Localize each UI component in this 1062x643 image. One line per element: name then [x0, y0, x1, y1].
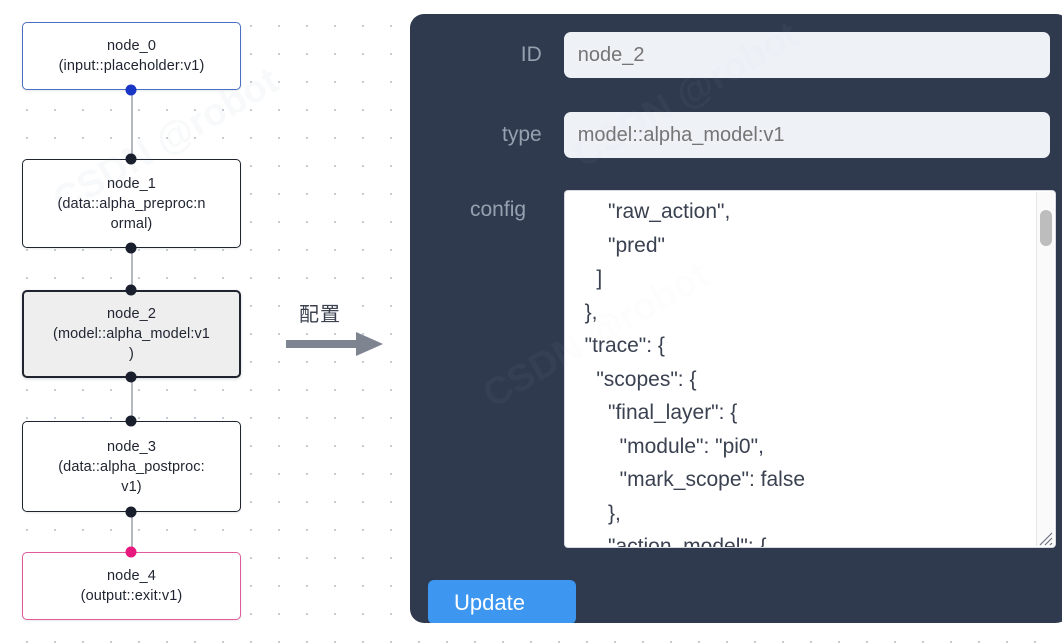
flow-node-node_4[interactable]: node_4 (output::exit:v1)	[22, 552, 241, 620]
node-handle-target-node_3[interactable]	[125, 415, 137, 427]
flow-node-label: node_4 (output::exit:v1)	[80, 568, 183, 604]
config-textarea[interactable]: "raw_action", "pred" ] }, "trace": { "sc…	[564, 190, 1056, 548]
field-row-type: type	[470, 112, 1050, 158]
node-handle-source-node_3[interactable]	[125, 506, 137, 518]
resize-grip-icon[interactable]	[1036, 529, 1054, 547]
type-input[interactable]	[563, 112, 1050, 158]
config-field-label: config	[470, 198, 527, 221]
flow-node-node_0[interactable]: node_0 (input::placeholder:v1)	[22, 22, 241, 90]
annotation-label: 配置	[299, 302, 341, 326]
arrow-right-icon	[286, 332, 383, 356]
flow-node-node_2[interactable]: node_2 (model::alpha_model:v1 )	[22, 290, 241, 378]
field-row-config: config "raw_action", "pred" ] }, "trace"…	[470, 190, 1060, 548]
edge-node3-node4	[131, 512, 133, 552]
annotation-group: 配置	[286, 298, 398, 360]
type-field-label: type	[502, 123, 542, 146]
config-textarea-wrapper: "raw_action", "pred" ] }, "trace": { "sc…	[564, 190, 1056, 548]
edge-node1-node2	[131, 248, 133, 290]
update-button[interactable]: Update	[428, 580, 576, 623]
id-input[interactable]	[563, 32, 1050, 78]
edge-node0-node1	[131, 90, 133, 160]
node-handle-target-node_4[interactable]	[125, 546, 137, 558]
flow-node-node_1[interactable]: node_1 (data::alpha_preproc:n ormal)	[22, 159, 241, 248]
node-handle-source-node_0[interactable]	[125, 84, 137, 96]
node-handle-target-node_1[interactable]	[125, 153, 137, 165]
flow-node-label: node_1 (data::alpha_preproc:n ormal)	[57, 175, 206, 232]
field-row-id: ID	[470, 32, 1050, 78]
flow-node-label: node_2 (model::alpha_model:v1 )	[53, 306, 210, 362]
edge-node2-node3	[131, 377, 133, 420]
node-handle-source-node_1[interactable]	[125, 242, 137, 254]
flow-node-node_3[interactable]: node_3 (data::alpha_postproc: v1)	[22, 421, 241, 512]
node-handle-source-node_2[interactable]	[125, 371, 137, 383]
node-handle-target-node_2[interactable]	[125, 284, 137, 296]
config-scrollbar[interactable]	[1036, 192, 1054, 546]
flow-node-label: node_0 (input::placeholder:v1)	[58, 38, 205, 74]
config-scrollbar-thumb[interactable]	[1040, 210, 1052, 246]
id-field-label: ID	[520, 43, 542, 66]
flow-node-label: node_3 (data::alpha_postproc: v1)	[58, 438, 205, 495]
node-inspector-panel: CSDN @robot CSDN @robot ID type config "…	[410, 14, 1062, 623]
